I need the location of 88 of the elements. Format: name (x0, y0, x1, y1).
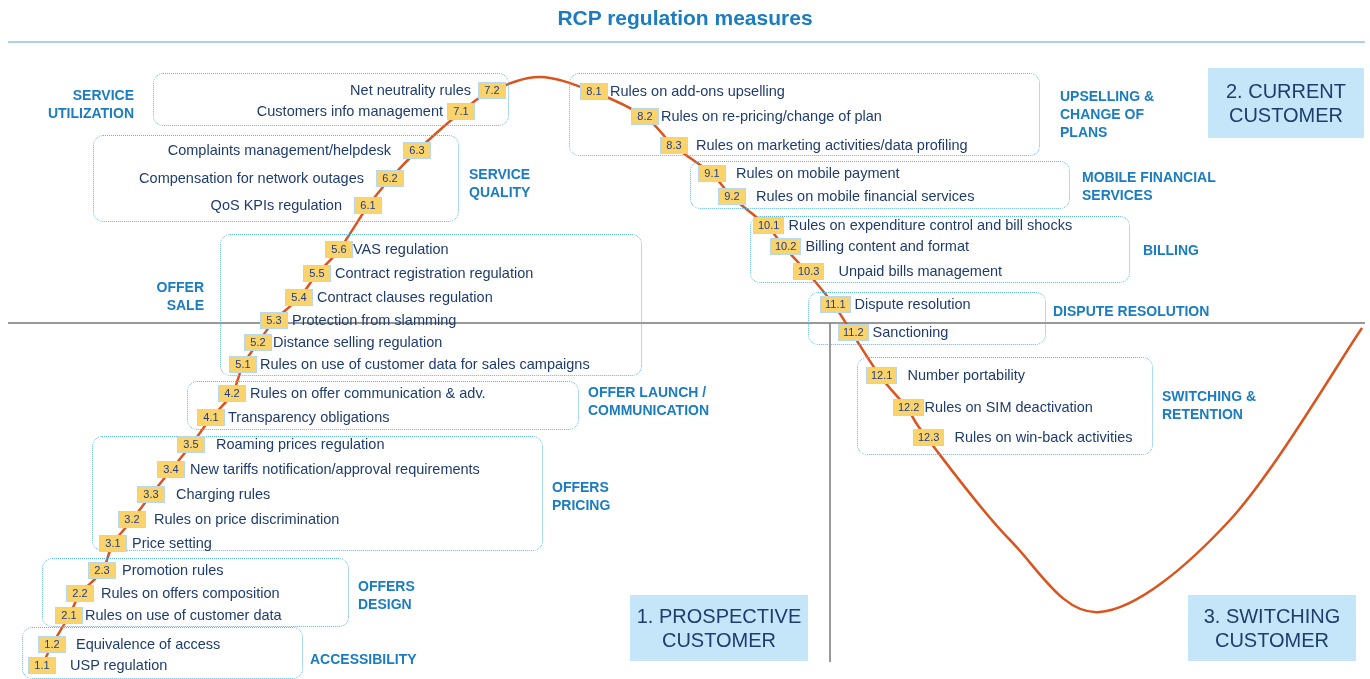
item-label: Transparency obligations (228, 409, 390, 426)
number-badge: 9.1 (698, 165, 726, 182)
item-label: Number portability (907, 367, 1026, 384)
number-badge: 3.4 (157, 461, 185, 478)
item-label: Rules on add-ons upselling (610, 83, 785, 100)
number-badge: 1.1 (28, 657, 56, 674)
number-badge: 5.4 (285, 289, 313, 306)
phase-box: 2. CURRENT CUSTOMER (1208, 68, 1364, 138)
number-badge: 3.3 (137, 486, 165, 503)
item-label: QoS KPIs regulation (210, 197, 342, 214)
item-label: Sanctioning (872, 324, 949, 341)
number-badge: 6.3 (403, 142, 431, 159)
group-heading: UPSELLING & CHANGE OF PLANS (1060, 87, 1156, 141)
item-label: Rules on price discrimination (154, 511, 340, 528)
number-badge: 2.3 (88, 562, 116, 579)
number-badge: 4.1 (197, 409, 225, 426)
item-label: Unpaid bills management (838, 263, 1003, 280)
number-badge: 3.1 (99, 535, 127, 552)
number-badge: 10.2 (770, 238, 802, 255)
number-badge: 7.2 (478, 82, 506, 99)
number-badge: 5.2 (244, 334, 272, 351)
number-badge: 11.1 (820, 296, 851, 313)
diagram-title: RCP regulation measures (556, 6, 814, 30)
group-heading: SERVICE QUALITY (469, 165, 532, 201)
group-heading: MOBILE FINANCIAL SERVICES (1082, 168, 1217, 204)
item-label: Contract registration regulation (335, 265, 534, 282)
item-label: Dispute resolution (854, 296, 971, 313)
item-label: Rules on offer communication & adv. (250, 385, 486, 402)
item-label: New tariffs notification/approval requirements (190, 461, 480, 478)
number-badge: 1.2 (38, 636, 66, 653)
item-label: Customers info management (256, 103, 443, 120)
item-label: Protection from slamming (292, 312, 457, 329)
group-heading: OFFERS DESIGN (358, 577, 416, 613)
number-badge: 8.1 (580, 83, 608, 100)
item-label: Rules on re-pricing/change of plan (661, 108, 882, 125)
phase-box: 3. SWITCHING CUSTOMER (1188, 595, 1356, 661)
number-badge: 5.1 (229, 356, 257, 373)
number-badge: 10.3 (793, 263, 825, 280)
item-label: Rules on mobile payment (736, 165, 900, 182)
item-label: USP regulation (70, 657, 168, 674)
item-label: Compensation for network outages (139, 170, 364, 187)
number-badge: 9.2 (718, 188, 746, 205)
number-badge: 12.1 (866, 367, 898, 384)
number-badge: 12.2 (893, 399, 925, 416)
group-heading: SWITCHING & RETENTION (1162, 387, 1258, 423)
item-label: Price setting (132, 535, 212, 552)
number-badge: 11.2 (838, 324, 869, 341)
number-badge: 2.1 (55, 607, 83, 624)
number-badge: 12.3 (913, 429, 945, 446)
item-label: Promotion rules (122, 562, 224, 579)
number-badge: 7.1 (447, 103, 475, 120)
item-label: Net neutrality rules (350, 82, 471, 99)
item-label: VAS regulation (353, 241, 449, 258)
group-heading: BILLING (1143, 241, 1200, 259)
item-label: Rules on mobile financial services (756, 188, 975, 205)
item-label: Roaming prices regulation (216, 436, 385, 453)
item-label: Equivalence of access (76, 636, 221, 653)
group-heading: SERVICE UTILIZATION (46, 86, 134, 122)
phase-box: 1. PROSPECTIVE CUSTOMER (630, 595, 808, 661)
number-badge: 4.2 (218, 385, 246, 402)
item-label: Distance selling regulation (273, 334, 443, 351)
item-label: Contract clauses regulation (317, 289, 493, 306)
group-heading: OFFER SALE (155, 278, 204, 314)
item-label: Complaints management/helpdesk (167, 142, 391, 159)
number-badge: 8.2 (631, 108, 659, 125)
group-heading: OFFER LAUNCH / COMMUNICATION (588, 383, 711, 419)
item-label: Billing content and format (805, 238, 970, 255)
number-badge: 8.3 (660, 137, 688, 154)
item-label: Rules on win-back activities (954, 429, 1133, 446)
item-label: Charging rules (176, 486, 271, 503)
item-label: Rules on use of customer data (85, 607, 282, 624)
item-label: Rules on SIM deactivation (924, 399, 1093, 416)
number-badge: 5.5 (303, 265, 331, 282)
item-label: Rules on offers composition (101, 585, 280, 602)
number-badge: 10.1 (753, 217, 785, 234)
number-badge: 3.5 (177, 436, 205, 453)
group-heading: OFFERS PRICING (552, 478, 612, 514)
number-badge: 2.2 (66, 585, 94, 602)
number-badge: 5.3 (260, 312, 288, 329)
item-label: Rules on marketing activities/data profiling (696, 137, 968, 154)
group-heading: ACCESSIBILITY (310, 650, 418, 668)
group-heading: DISPUTE RESOLUTION (1053, 302, 1211, 320)
number-badge: 6.2 (376, 170, 404, 187)
item-label: Rules on expenditure control and bill shocks (788, 217, 1073, 234)
number-badge: 6.1 (354, 197, 382, 214)
number-badge: 5.6 (325, 241, 353, 258)
number-badge: 3.2 (118, 511, 146, 528)
item-label: Rules on use of customer data for sales campaigns (260, 356, 590, 373)
